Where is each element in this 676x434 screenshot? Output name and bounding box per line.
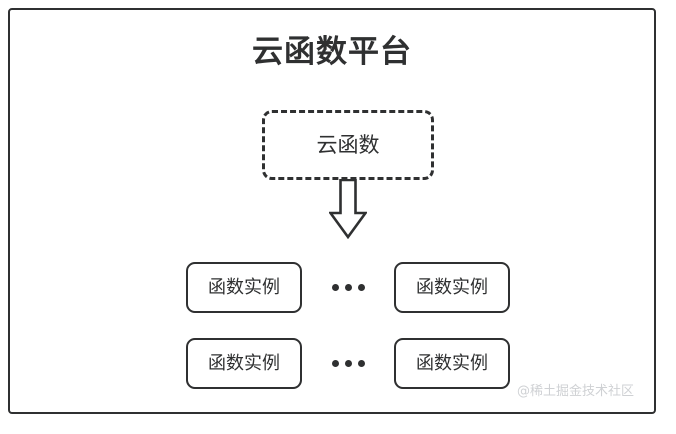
function-instance-node: 函数实例 <box>394 262 510 313</box>
instance-row: 函数实例 函数实例 <box>186 338 510 389</box>
function-instance-node: 函数实例 <box>394 338 510 389</box>
watermark: @稀土掘金技术社区 <box>516 384 634 399</box>
ellipsis-dot <box>344 284 352 291</box>
cloud-function-label: 云函数 <box>316 132 380 157</box>
cloud-function-platform-frame: 云函数平台 云函数 函数实例 函数实例 函数实例 <box>8 8 656 414</box>
function-instance-node: 函数实例 <box>186 338 302 389</box>
cloud-function-node: 云函数 <box>262 110 434 180</box>
ellipsis-dot <box>357 284 365 291</box>
ellipsis-icon <box>331 338 365 389</box>
function-instance-label: 函数实例 <box>416 276 488 298</box>
function-instance-label: 函数实例 <box>208 352 280 374</box>
ellipsis-dot <box>331 284 339 291</box>
ellipsis-icon <box>331 262 365 313</box>
instance-row: 函数实例 函数实例 <box>186 262 510 313</box>
ellipsis-dot <box>357 360 365 367</box>
ellipsis-dot <box>331 360 339 367</box>
function-instance-label: 函数实例 <box>208 276 280 298</box>
function-instance-node: 函数实例 <box>186 262 302 313</box>
function-instance-label: 函数实例 <box>416 352 488 374</box>
page-title: 云函数平台 <box>252 34 412 70</box>
down-arrow-icon <box>329 179 367 239</box>
ellipsis-dot <box>344 360 352 367</box>
